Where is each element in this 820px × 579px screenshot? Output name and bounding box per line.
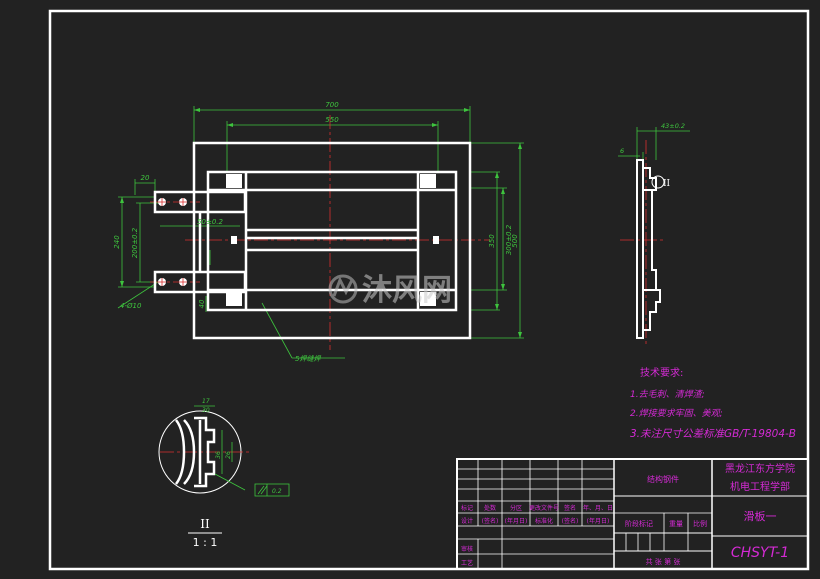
side-view: 43±0.2 6 II [618,122,690,345]
detail-callout-circle [651,175,665,189]
tb-sheet-info: 共 张 第 张 [646,557,681,566]
tb-review: 审核 [461,545,473,553]
dim-overall-width: 700 [325,101,339,109]
tb-r2-c1: 设计 [461,517,473,525]
tb-department: 机电工程学部 [730,480,790,493]
tb-material: 结构钢件 [647,474,679,484]
watermark-logo-icon [328,274,358,304]
tech-requirements: 技术要求: 1.去毛刺、清焊渣; 2.焊接要求牢固、美观; 3.未注尺寸公差标准… [630,366,796,440]
tb-drawing-no: CHSYT-1 [731,545,789,561]
dim-inner-height: 350 [488,234,496,248]
geometric-tolerance-frame [254,483,290,497]
tb-part-name: 滑板一 [744,509,777,523]
detail-scale-label: 1 : 1 [193,536,218,549]
side-dimension-lines [618,127,690,160]
dim-outer-height: 500 [511,234,519,248]
tb-r2-c4: 标准化 [535,517,553,525]
tb-r2-c6: (年月日) [587,517,610,525]
title-block: 结构钢件 黑龙江东方学院 机电工程学部 滑板一 CHSYT-1 阶段标记 重量 … [456,458,809,570]
tb-weight: 重量 [669,520,683,528]
tb-r1-c6: 年、月、日 [583,504,613,512]
dim-hole-callout: 4-Ø10 [120,302,142,310]
main-dimension-text: 700 550 20 50±0.2 4-Ø10 5焊缝焊 240 200±0.2… [113,101,519,363]
arrow-heads [120,108,522,338]
dim-hole-spacing: 50±0.2 [197,218,223,226]
tb-r2-c5: (签名) [562,517,579,525]
tb-scale: 比例 [693,519,707,528]
tech-item-3: 3.未注尺寸公差标准GB/T-19804-B [630,428,796,440]
tb-process: 工艺 [461,559,473,567]
frame-outer [206,170,458,312]
tb-r1-c2: 处数 [484,504,496,512]
detail-dimension-text: 17 30 36 26 0.2 [202,398,282,495]
tech-title: 技术要求: [640,366,683,379]
dim-left-offset: 20 [141,174,150,182]
detail-roman-label: II [200,517,210,531]
tolerance-value: 0.2 [272,488,282,495]
watermark: 沐风网 [328,273,452,308]
dim-weld-note: 5焊缝焊 [295,355,321,363]
side-detail-marker: II [663,179,671,189]
detail-profile [174,416,216,488]
dim-side-lip: 6 [620,147,624,155]
dim-slot-height: 300±0.2 [505,224,513,255]
dim-hole-span: 200±0.2 [131,227,139,258]
dim-detail-a: 17 [202,398,210,405]
dim-detail-c: 36 [215,451,222,459]
dim-bottom-gap: 40 [198,299,206,308]
tb-r2-c3: (年月日) [505,517,528,525]
watermark-text: 沐风网 [362,273,452,308]
tb-r1-c5: 签名 [564,504,576,512]
detail-view: 17 30 36 26 0.2 II 1 : 1 [158,398,290,549]
tb-school: 黑龙江东方学院 [725,462,795,475]
dim-detail-b: 30 [202,407,210,414]
tb-row-2: 设计 (签名) (年月日) 标准化 (签名) (年月日) [461,517,609,525]
tb-r2-c2: (签名) [482,517,499,525]
dim-detail-d: 26 [225,451,232,459]
tb-r1-c3: 分区 [510,504,522,512]
tb-row-1: 标记 处数 分区 更改文件号 签名 年、月、日 [461,504,613,512]
base-plate [192,141,472,340]
tech-item-1: 1.去毛刺、清焊渣; [630,389,705,400]
tb-stage-mark: 阶段标记 [625,519,653,528]
sheet-border [48,9,810,571]
tech-item-2: 2.焊接要求牢固、美观; [630,408,723,419]
part-outline [153,141,472,340]
dim-side-thickness: 43±0.2 [661,122,685,130]
lug-holes [158,198,187,286]
main-view: 700 550 20 50±0.2 4-Ø10 5焊缝焊 240 200±0.2… [113,101,524,363]
tb-r1-c4: 更改文件号 [529,504,559,512]
dim-inner-width: 550 [325,116,339,124]
detail-dimension-lines [194,405,290,497]
tb-r1-c1: 标记 [461,504,473,512]
slot-fills [226,174,439,306]
dim-left-height: 240 [113,235,121,249]
